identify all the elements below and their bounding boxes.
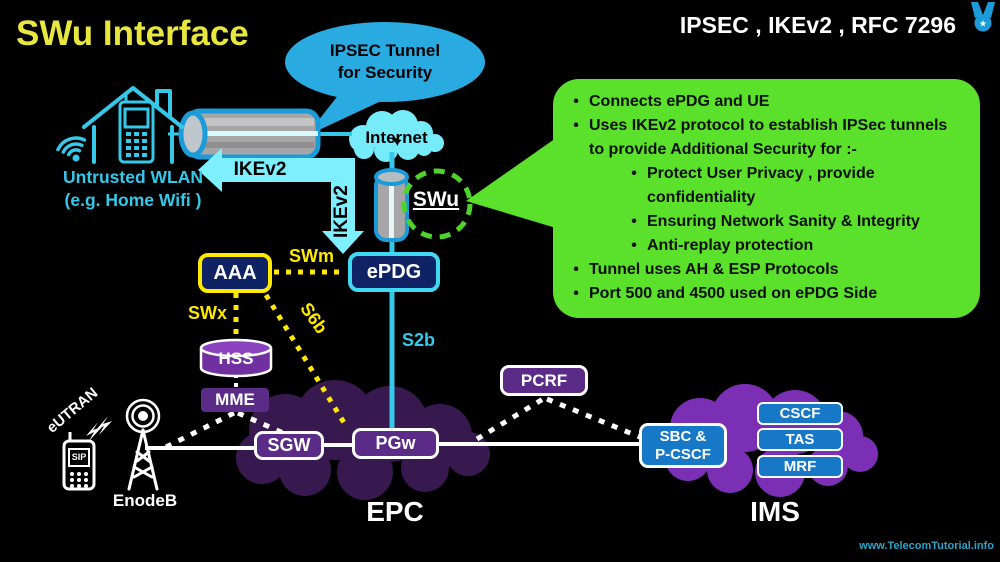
node-cscf: CSCF xyxy=(757,402,843,425)
enodeb-tower-icon xyxy=(125,398,161,491)
untrusted-wlan-line2: (e.g. Home Wifi ) xyxy=(64,190,202,210)
bullet-icon: • xyxy=(573,285,579,302)
ipsec-tunnel-callout-line1: IPSEC Tunnel xyxy=(329,41,441,60)
info-item: • Ensuring Network Sanity & Integrity xyxy=(563,210,960,234)
house-icon xyxy=(82,86,184,164)
node-mrf: MRF xyxy=(757,455,843,478)
bullet-icon: • xyxy=(631,165,637,182)
node-pgw: PGw xyxy=(352,428,439,459)
ipsec-tunnel-callout-line2: for Security xyxy=(337,63,433,82)
svg-text:★: ★ xyxy=(979,20,987,30)
info-item-text: Protect User Privacy , provide confident… xyxy=(647,165,875,206)
header-protocols: IPSEC , IKEv2 , RFC 7296 xyxy=(679,12,956,38)
node-cscf-label: CSCF xyxy=(779,405,821,422)
medal-icon: ★ xyxy=(971,2,995,32)
sip-label: SIP xyxy=(71,452,87,462)
untrusted-wlan-line1: Untrusted WLAN xyxy=(63,167,203,187)
info-item: • Connects ePDG and UE xyxy=(563,90,960,114)
swu-circle xyxy=(401,168,473,240)
hss-cylinder xyxy=(199,338,273,378)
solid-links xyxy=(145,442,642,450)
node-mrf-label: MRF xyxy=(783,458,817,475)
info-item-text: Uses IKEv2 protocol to establish IPSec t… xyxy=(589,117,948,158)
bullet-icon: • xyxy=(631,213,637,230)
yellow-interface-links xyxy=(233,269,349,428)
ipsec-tunnel-vertical xyxy=(374,168,409,242)
node-pgw-label: PGw xyxy=(375,433,416,453)
watermark: www.TelecomTutorial.info xyxy=(859,540,994,552)
page-title: SWu Interface xyxy=(16,14,249,53)
node-epdg: ePDG xyxy=(348,252,440,292)
swm-label: SWm xyxy=(289,246,334,266)
home-phone-icon xyxy=(118,92,155,164)
enodeb-label: EnodeB xyxy=(112,491,178,510)
info-item: • Uses IKEv2 protocol to establish IPSec … xyxy=(563,114,960,162)
node-epdg-label: ePDG xyxy=(366,260,422,283)
wifi-icon xyxy=(56,136,87,162)
sip-phone-icon xyxy=(62,432,96,491)
ikev2-arrow xyxy=(198,148,364,254)
lightning-icon xyxy=(86,416,112,441)
node-aaa-label: AAA xyxy=(213,261,257,284)
untrusted-wlan-label: Untrusted WLAN (e.g. Home Wifi ) xyxy=(48,166,218,212)
node-tas: TAS xyxy=(757,428,843,451)
info-item: • Protect User Privacy , provide confiden… xyxy=(563,162,960,210)
bullet-icon: • xyxy=(631,237,637,254)
epc-label: EPC xyxy=(366,496,424,527)
ikev2-vertical-label: IKEv2 xyxy=(331,185,352,238)
bullet-icon: • xyxy=(573,93,579,110)
node-tas-label: TAS xyxy=(785,431,815,448)
node-sgw: SGW xyxy=(254,431,324,460)
node-sbc-line1: SBC & xyxy=(659,427,707,445)
info-item: • Port 500 and 4500 used on ePDG Side xyxy=(563,282,960,306)
info-panel: • Connects ePDG and UE • Uses IKEv2 protoc… xyxy=(553,79,980,318)
ikev2-horizontal-label: IKEv2 xyxy=(233,159,287,180)
node-aaa: AAA xyxy=(198,253,272,293)
node-sgw-label: SGW xyxy=(267,435,311,455)
s2b-label: S2b xyxy=(402,330,436,350)
node-mme-label: MME xyxy=(215,390,255,409)
info-item-text: Anti-replay protection xyxy=(647,237,814,254)
info-item-text: Port 500 and 4500 used on ePDG Side xyxy=(589,285,878,302)
info-panel-pointer xyxy=(466,138,556,228)
info-item-text: Tunnel uses AH & ESP Protocols xyxy=(589,261,839,278)
info-item-text: Ensuring Network Sanity & Integrity xyxy=(647,213,920,230)
node-sbc-pcscf: SBC & P-CSCF xyxy=(639,423,727,468)
bullet-icon: • xyxy=(573,261,579,278)
node-sbc-line2: P-CSCF xyxy=(655,445,711,463)
swx-label: SWx xyxy=(188,303,228,323)
info-item-text: Connects ePDG and UE xyxy=(589,93,770,110)
swu-label: SWu xyxy=(412,188,460,211)
node-mme: MME xyxy=(201,388,269,412)
node-pcrf: PCRF xyxy=(500,365,588,396)
ipsec-tunnel-callout: IPSEC Tunnel for Security xyxy=(285,22,485,102)
ipsec-tunnel-horizontal xyxy=(178,108,321,160)
info-item: • Tunnel uses AH & ESP Protocols xyxy=(563,258,960,282)
bullet-icon: • xyxy=(573,117,579,134)
node-hss-label: HSS xyxy=(218,349,254,368)
node-pcrf-label: PCRF xyxy=(520,370,568,390)
internet-label: Internet xyxy=(365,128,428,147)
ims-label: IMS xyxy=(750,496,800,527)
info-item: • Anti-replay protection xyxy=(563,234,960,258)
